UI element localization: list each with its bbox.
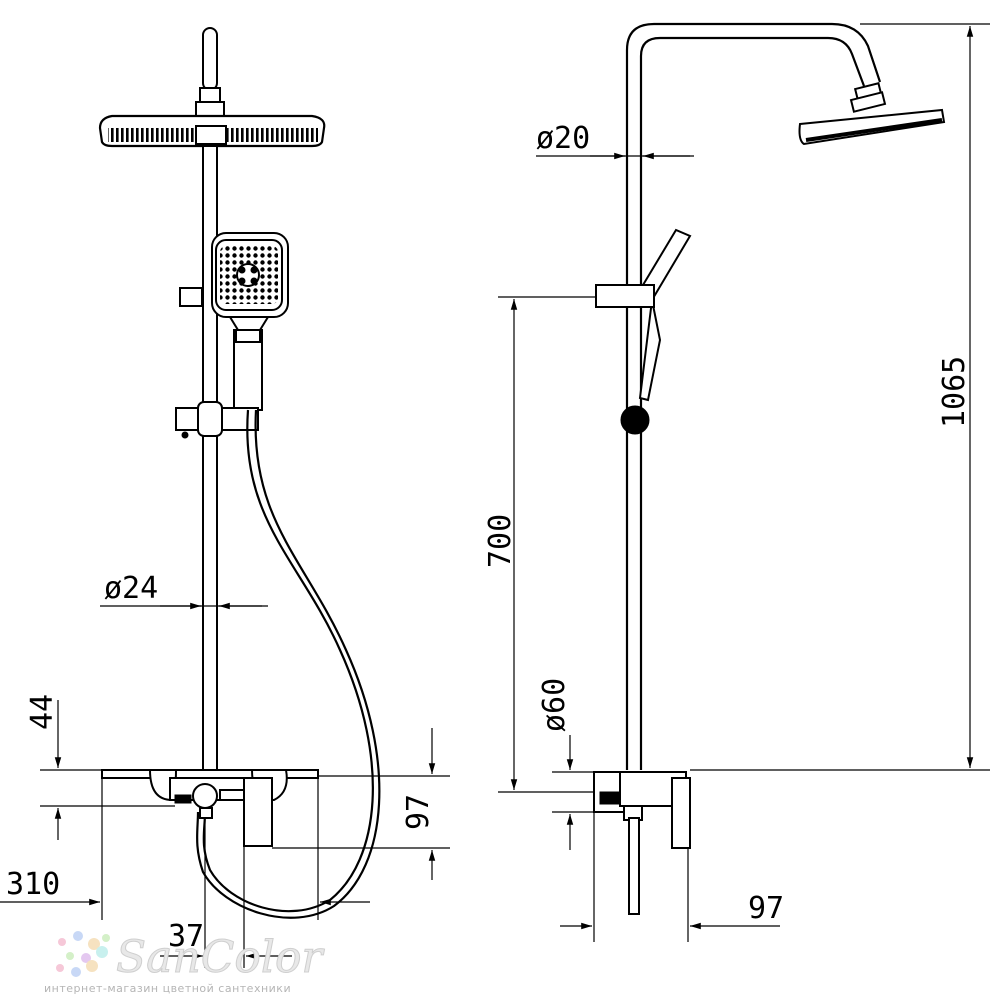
- top-connector: [195, 101, 225, 117]
- watermark-dot: [58, 938, 66, 946]
- shelf-width-label: 310: [6, 867, 60, 902]
- spout-height-label: 97: [401, 794, 436, 830]
- dim-spout-offset: 37: [160, 818, 292, 968]
- watermark-dot: [66, 952, 74, 960]
- spout-offset-label: 37: [168, 919, 204, 954]
- watermark-dot: [73, 931, 83, 941]
- dim-spout-height: 97: [272, 728, 450, 880]
- watermark-dot: [88, 938, 100, 950]
- dim-holder-height: 700: [483, 296, 596, 793]
- holder-height-label: 700: [483, 514, 518, 568]
- side-view: ø20 700 1065 ø60: [483, 22, 990, 942]
- watermark: SanColor интернет-магазин цветной сантех…: [44, 931, 326, 995]
- rail-diameter-label: ø24: [104, 571, 158, 606]
- dim-rail-diameter: ø24: [100, 571, 268, 610]
- pipe-diameter-label: ø20: [536, 121, 590, 156]
- side-hand-shower: [595, 228, 692, 435]
- side-mixer: [593, 771, 691, 915]
- shower-pipe: [625, 22, 882, 770]
- watermark-dot: [102, 934, 110, 942]
- front-view: ø24 44 97 310: [0, 27, 450, 968]
- dim-bracket-height: 44: [25, 694, 175, 840]
- total-height-label: 1065: [937, 356, 972, 428]
- projection-label: 97: [748, 891, 784, 926]
- watermark-dot: [71, 967, 81, 977]
- dim-projection: 97: [560, 812, 784, 942]
- watermark-tagline: интернет-магазин цветной сантехники: [44, 982, 291, 995]
- upper-holder: [179, 287, 203, 307]
- rain-shower-head: [98, 114, 326, 148]
- dim-shelf-width: 310: [0, 778, 370, 920]
- watermark-dot: [56, 964, 64, 972]
- dim-flange-diameter: ø60: [537, 678, 600, 850]
- mixer: [101, 769, 319, 847]
- dim-pipe-diameter: ø20: [536, 121, 694, 160]
- top-pipe-stub: [202, 27, 218, 91]
- watermark-dot: [81, 953, 91, 963]
- hand-shower: [211, 232, 289, 411]
- watermark-brand: SanColor: [116, 932, 325, 983]
- shower-hose: [202, 409, 374, 913]
- watermark-dot: [96, 946, 108, 958]
- slider-holder: [175, 401, 259, 439]
- side-rain-head: [798, 82, 946, 146]
- watermark-dot: [86, 960, 98, 972]
- flange-diameter-label: ø60: [537, 678, 572, 732]
- dim-total-height: 1065: [690, 23, 990, 771]
- watermark-dots: [56, 931, 110, 977]
- top-nut: [199, 87, 221, 103]
- bracket-height-label: 44: [25, 694, 60, 730]
